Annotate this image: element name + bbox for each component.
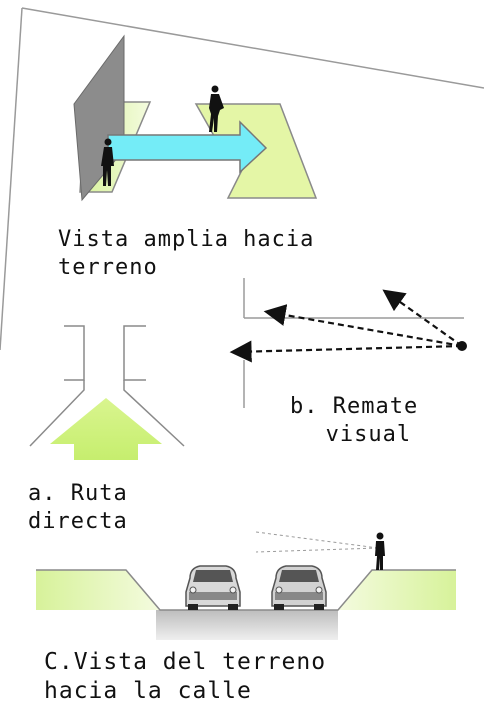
caption-ruta-directa: a. Ruta directa — [28, 481, 128, 534]
remate-visual-illustration — [229, 278, 467, 408]
road-edge-right — [123, 325, 146, 381]
vista-amplia-illustration — [73, 34, 318, 202]
car-icon — [185, 565, 241, 610]
page-frame — [0, 7, 484, 351]
direct-route-arrow — [50, 398, 162, 460]
vista-calle-illustration — [36, 531, 456, 640]
right-ground-section — [338, 570, 456, 610]
left-ground-section — [36, 570, 160, 610]
view-line — [255, 531, 379, 549]
road-edge-left — [64, 325, 85, 381]
road-bed — [156, 610, 338, 640]
sight-line-arrow — [229, 340, 463, 363]
caption-remate-visual: b. Remate visual — [290, 394, 419, 447]
road-edge-right-flare — [123, 380, 185, 447]
caption-vista-calle: C.Vista del terreno hacia la calle — [44, 649, 327, 704]
sight-line-arrow — [382, 289, 463, 347]
ruta-directa-illustration — [29, 325, 185, 460]
person-silhouette-icon — [101, 138, 114, 186]
car-icon — [271, 565, 327, 610]
view-line — [255, 547, 379, 553]
sight-line-arrow — [263, 304, 463, 348]
viewpoint-dot — [457, 341, 467, 351]
person-silhouette-icon — [209, 85, 224, 132]
ground-profile-line — [36, 569, 456, 611]
person-silhouette-icon — [375, 532, 385, 570]
road-edge-left-flare — [29, 380, 85, 447]
caption-vista-amplia: Vista amplia hacia terreno — [58, 227, 315, 280]
view-direction-arrow — [107, 120, 268, 174]
